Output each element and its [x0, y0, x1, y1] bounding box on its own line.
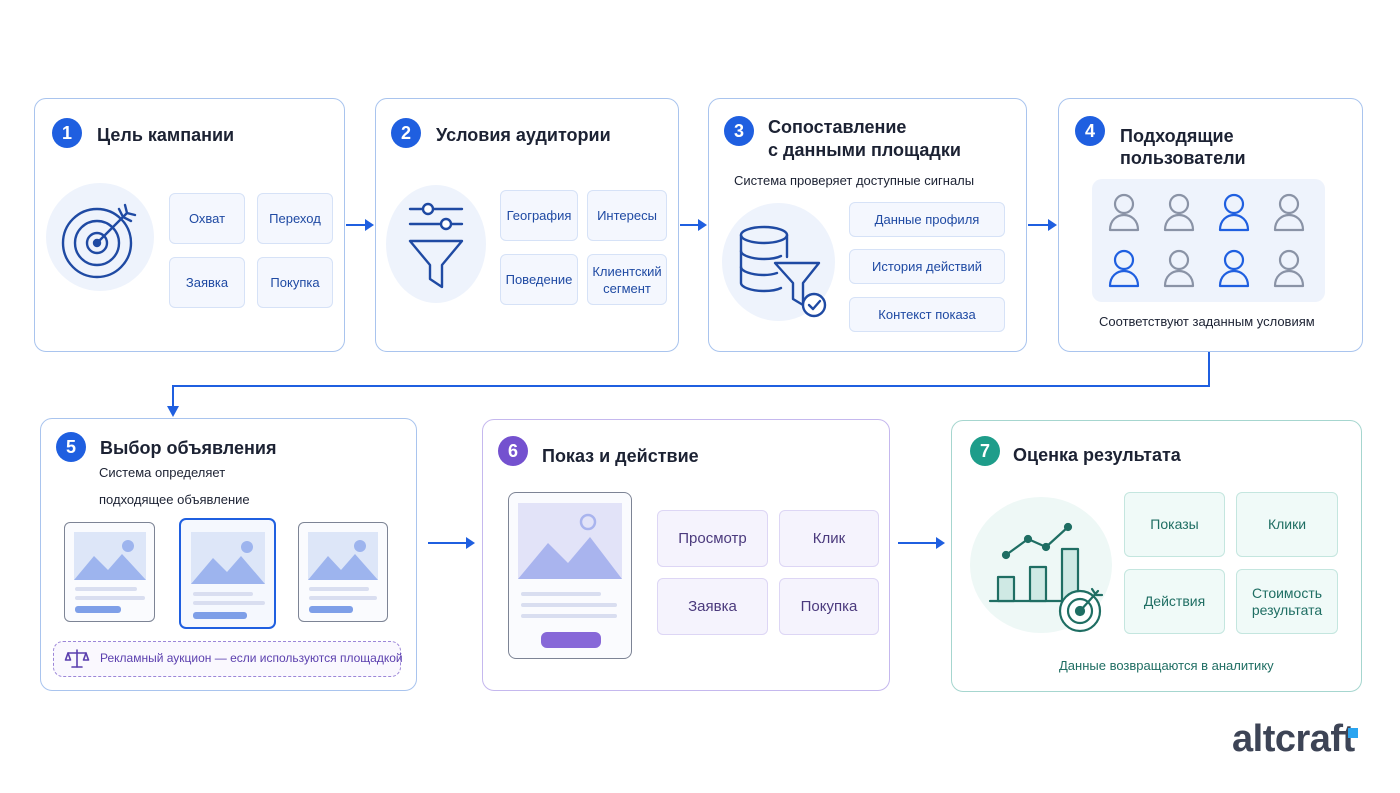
step-number-6: 6 [498, 436, 528, 466]
step-title-5: Выбор объявления [100, 438, 277, 458]
user-icon [1218, 249, 1250, 288]
step-card-4: 4 Подходящие пользователи Соответствуют … [1058, 98, 1363, 352]
step-title-7: Оценка результата [1013, 445, 1181, 465]
step-title-4: Подходящие пользователи [1120, 126, 1246, 168]
arrow-2-3 [680, 219, 707, 231]
chip-profile-data: Данные профиля [849, 202, 1005, 237]
auction-text: Рекламный аукцион — если используются пл… [100, 651, 403, 665]
ad-option-3 [298, 522, 388, 622]
step-number-4: 4 [1075, 116, 1105, 146]
chip-actions: Действия [1124, 569, 1225, 634]
chip-transition: Переход [257, 193, 333, 244]
step-number-1: 1 [52, 118, 82, 148]
user-icon [1108, 249, 1140, 288]
user-icon [1163, 249, 1195, 288]
image-placeholder-icon [191, 532, 265, 584]
arrow-5-6 [428, 537, 475, 549]
chip-display-context: Контекст показа [849, 297, 1005, 332]
bar-chart-target-icon [988, 522, 1104, 633]
step-number-7: 7 [970, 436, 1000, 466]
step-subtitle-3: Система проверяет доступные сигналы [734, 173, 975, 188]
filter-sliders-icon [408, 202, 464, 289]
auction-note: Рекламный аукцион — если используются пл… [53, 641, 403, 677]
chip-clicks: Клики [1236, 492, 1338, 557]
users-icons [1108, 193, 1305, 288]
chip-purchase-6: Покупка [779, 578, 879, 635]
arrow-3-4 [1028, 219, 1057, 231]
chip-interests: Интересы [587, 190, 667, 241]
chip-application-6: Заявка [657, 578, 768, 635]
user-icon [1108, 193, 1140, 232]
step-subtitle-5-line2: подходящее объявление [99, 492, 250, 507]
step-title-1: Цель кампании [97, 125, 235, 145]
brand-logo: altcraft [1232, 718, 1355, 760]
chip-result-cost: Стоимость результата [1236, 569, 1338, 634]
chip-impressions: Показы [1124, 492, 1225, 557]
image-placeholder-icon [308, 532, 378, 580]
arrow-1-2 [346, 219, 374, 231]
chip-action-history: История действий [849, 249, 1005, 284]
database-filter-check-icon [739, 225, 827, 318]
chip-client-segment: Клиентский сегмент [587, 254, 667, 305]
step-card-7: 7 Оценка результата Показы Клики Действи… [951, 420, 1362, 692]
chip-application: Заявка [169, 257, 245, 308]
user-icon [1163, 193, 1195, 232]
step-number-2: 2 [391, 118, 421, 148]
step-number-3: 3 [724, 116, 754, 146]
user-icon [1273, 249, 1305, 288]
step-card-3: 3 Сопоставление с данными площадки Систе… [708, 98, 1027, 352]
chip-behavior: Поведение [500, 254, 578, 305]
chip-click: Клик [779, 510, 879, 567]
step-title-3-line1: Сопоставление [768, 117, 907, 137]
step-title-3-line2: с данными площадки [768, 140, 961, 160]
step-number-5: 5 [56, 432, 86, 462]
user-icon [1273, 193, 1305, 232]
chip-purchase: Покупка [257, 257, 333, 308]
logo-accent-icon [1348, 728, 1358, 738]
ad-option-2-selected [179, 518, 276, 629]
connector-4-5 [167, 352, 1210, 417]
step-card-1: 1 Цель кампании Охват Переход Заявка Пок… [34, 98, 345, 352]
arrow-6-7 [898, 537, 945, 549]
step-subtitle-5-line1: Система определяет [99, 465, 226, 480]
phone-ad-icon [508, 492, 632, 659]
chip-view: Просмотр [657, 510, 768, 567]
ad-option-1 [64, 522, 155, 622]
step-caption-4: Соответствуют заданным условиям [1099, 314, 1315, 329]
scales-icon [64, 649, 90, 668]
step-caption-7: Данные возвращаются в аналитику [1059, 658, 1274, 673]
chip-geography: География [500, 190, 578, 241]
step-card-2: 2 Условия аудитории География Интересы П… [375, 98, 679, 352]
target-arrow-icon [61, 203, 137, 279]
image-placeholder-icon [518, 503, 622, 579]
step-title-6: Показ и действие [542, 446, 699, 466]
user-icon [1218, 193, 1250, 232]
step-title-2: Условия аудитории [436, 125, 611, 145]
image-placeholder-icon [74, 532, 146, 580]
chip-reach: Охват [169, 193, 245, 244]
step-card-6: 6 Показ и действие Просмотр Клик Заявка … [482, 419, 890, 691]
